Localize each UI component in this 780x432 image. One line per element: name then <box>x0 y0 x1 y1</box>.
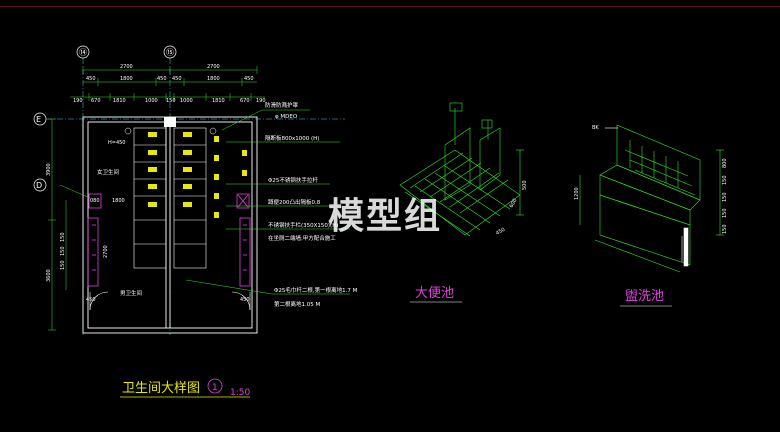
basin-dim-3: 150 <box>722 175 728 185</box>
left-small-dim-1: 150 <box>60 232 66 242</box>
stalls-male <box>173 127 207 269</box>
top-border-line <box>0 6 780 7</box>
mid-dim-6: 450 <box>244 76 254 82</box>
basin-dim-6: 150 <box>722 224 728 234</box>
toilet-dim-2: 600 <box>509 198 519 209</box>
plan-scale: 1:50 <box>230 388 250 398</box>
basin-white-lines <box>605 127 689 267</box>
basin-dim-2: 800 <box>722 158 728 168</box>
watermark: 模型组 <box>328 196 442 237</box>
doors <box>89 291 251 311</box>
callout-7: 在坐厕二端墙,甲方配合施工 <box>268 234 336 242</box>
fixtures <box>148 132 247 218</box>
basin-title: 盥洗池 <box>625 289 664 304</box>
axis-15-label: ⑮ <box>166 48 174 57</box>
row3-dim-2: 670 <box>91 98 101 104</box>
toilet-dim-1: 500 <box>522 180 528 190</box>
callout-5: 蹲便200凸出隔板0.8 <box>268 198 321 206</box>
top-dim-1: 2700 <box>120 64 133 70</box>
mid-dim-3: 450 <box>157 76 167 82</box>
left-urinals <box>87 193 102 287</box>
left-small-dim-2: 150 <box>60 246 66 256</box>
mid-dim-5: 1800 <box>207 76 220 82</box>
walls <box>82 116 258 334</box>
axis-e-label: E <box>36 115 41 124</box>
basin-detail: BK 1200 800 150 150 150 150 盥洗池 <box>574 124 728 307</box>
row3-dim-4: 1000 <box>145 98 158 104</box>
inner-dim-1800: 1800 <box>112 198 125 204</box>
inner-dim-2700: 2700 <box>103 245 109 258</box>
fixture-dots <box>124 117 217 135</box>
left-dimensions <box>48 118 67 331</box>
right-urinals <box>236 193 251 287</box>
h450-label: H=450 <box>108 140 126 146</box>
row3-dim-1: 190 <box>73 98 83 104</box>
detail-bubble <box>207 378 223 394</box>
callout-9: 第二根离地1.05 M <box>274 300 320 308</box>
basin-dim-4: 150 <box>722 192 728 202</box>
basin-dim-5: 150 <box>722 208 728 218</box>
top-dimensions <box>70 66 265 101</box>
axis-14-label: ⑭ <box>79 48 87 57</box>
row3-dim-9: 190 <box>256 98 266 104</box>
male-label: 男卫生间 <box>120 289 142 297</box>
axis-15: ⑮ <box>163 45 177 335</box>
left-dim-2: 3600 <box>46 269 52 282</box>
callout-6: 不锈钢扶手栏(350X150)(H) <box>268 221 338 229</box>
axis-d-label: D <box>36 181 42 190</box>
top-dim-2: 2700 <box>207 64 220 70</box>
callout-leaders <box>59 109 350 295</box>
left-code: 080 <box>90 198 100 204</box>
axis-e: E <box>33 112 345 126</box>
basin-iso <box>579 124 724 273</box>
toilet-iso-grid <box>399 102 524 237</box>
basin-dim-1: 1200 <box>574 187 580 200</box>
toilet-dim-3: 450 <box>495 227 506 237</box>
axis-d: D <box>33 178 47 192</box>
row3-dim-8: 670 <box>240 98 250 104</box>
toilet-plan: ⑭ ⑮ E D <box>33 45 358 398</box>
row3-dim-6: 1000 <box>180 98 193 104</box>
stalls-female <box>133 127 167 269</box>
plan-title: 卫生间大样图 <box>122 381 200 396</box>
left-dim-1: 3900 <box>46 163 52 176</box>
bottom-right-dim: 450 <box>240 297 250 303</box>
mid-dim-1: 450 <box>86 76 96 82</box>
basin-label: BK <box>592 125 599 131</box>
callout-4: Φ25不锈钢扶手拉杆 <box>268 176 318 184</box>
row3-dim-5: 150 <box>166 98 176 104</box>
toilet-detail: 500 600 450 大便池 <box>399 102 528 303</box>
detail-no: 1 <box>212 383 218 393</box>
left-small-dim-3: 150 <box>60 260 66 270</box>
row3-dim-3: 1810 <box>113 98 126 104</box>
callout-2: φ MDEO <box>275 114 298 120</box>
callout-3: 隔断板800x1000 (H) <box>265 134 319 142</box>
toilet-title: 大便池 <box>415 286 454 301</box>
mid-dim-2: 1800 <box>120 76 133 82</box>
row3-dim-7: 1810 <box>212 98 225 104</box>
callout-8: Φ25毛巾杆二根,第一根离地1.7 M <box>274 286 358 294</box>
mid-dim-4: 450 <box>172 76 182 82</box>
bottom-left-dim: 450 <box>86 297 96 303</box>
callout-1: 防滑防溅护罩 <box>265 101 299 109</box>
female-label: 女卫生间 <box>97 168 119 176</box>
axis-14: ⑭ <box>76 45 90 335</box>
